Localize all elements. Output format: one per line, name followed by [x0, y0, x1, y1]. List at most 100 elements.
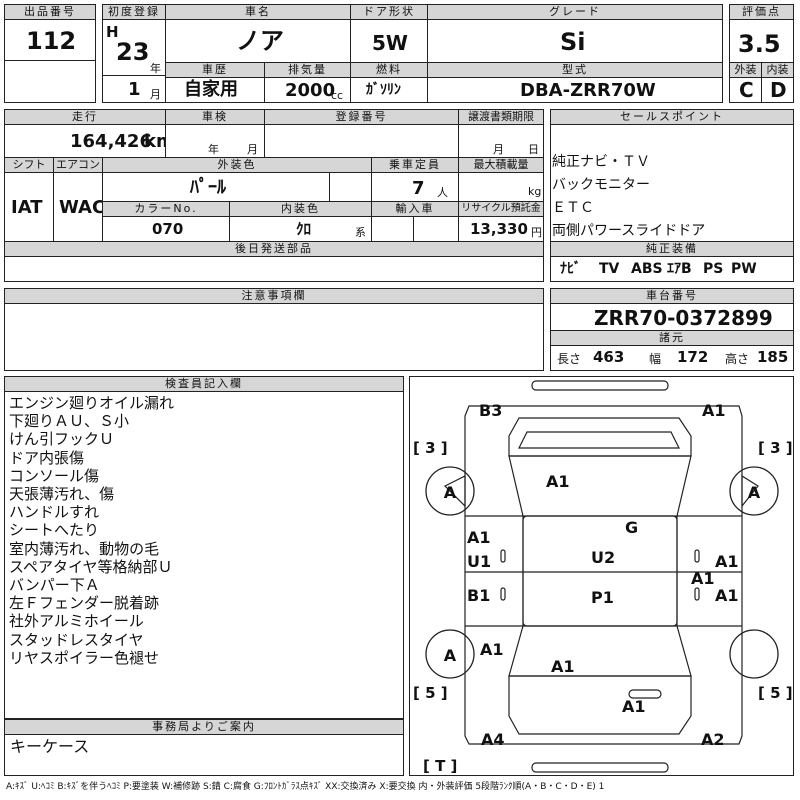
chassis-number: ZRR70-0372899 [594, 306, 773, 330]
chassis-number-cell [550, 303, 794, 331]
damage-mark: A1 [691, 569, 715, 588]
inspector-note: 左Ｆフェンダー脱着跡 [9, 594, 160, 613]
grade: Si [560, 28, 586, 56]
registration-year: 23 [116, 38, 150, 66]
car-diagram: A A A [ 3 ] [ 3 ] [ 5 ] [ 5 ] [ T ] B3 A… [413, 380, 793, 775]
sales-point: 純正ナビ・ＴＶ [552, 154, 650, 170]
capacity-label: 乗車定員 [371, 157, 459, 173]
length-label: 長さ [557, 352, 582, 366]
door-type: 5W [372, 31, 408, 55]
capacity: 7 [412, 178, 425, 199]
damage-mark: B3 [479, 401, 502, 420]
model-label: 型式 [427, 62, 723, 78]
damage-mark: P1 [591, 588, 614, 607]
legend: A:ｷｽﾞ U:ﾍｺﾐ B:ｷｽﾞを伴うﾍｺﾐ P:要塗装 W:補修跡 S:錆 … [6, 782, 605, 792]
interior-cell [761, 77, 794, 103]
sales-points-label: セールスポイント [550, 109, 794, 125]
inspector-note: コンソール傷 [9, 466, 100, 485]
displacement-cell [264, 77, 351, 103]
inspector-notes-label: 検査員記入欄 [4, 376, 404, 392]
sales-point: ＥＴＣ [552, 200, 594, 216]
equipment-item: PS [703, 261, 724, 277]
fuel-cell [350, 77, 428, 103]
interior-color: ｸﾛ [296, 220, 312, 238]
score-label: 評価点 [729, 4, 794, 20]
inspection-cell [165, 124, 265, 158]
history: 自家用 [184, 79, 238, 100]
inspector-note: リヤスポイラー色褪せ [9, 648, 160, 667]
inspector-notes-cell [4, 391, 404, 719]
chassis-number-label: 車台番号 [550, 288, 794, 304]
later-parts-cell [4, 256, 544, 282]
bracket-mark: [ 3 ] [413, 439, 448, 457]
wheel-mark: A [444, 483, 457, 502]
inspector-note: バンパー下Ａ [9, 576, 100, 595]
inspection-month-unit: 月 [247, 143, 258, 156]
office-notice-label: 事務局よりご案内 [4, 719, 404, 735]
import-cell-1 [371, 216, 414, 242]
damage-mark: A1 [715, 552, 739, 571]
shift-cell [4, 172, 54, 242]
width-label: 幅 [649, 352, 662, 366]
month-unit: 月 [150, 88, 161, 101]
displacement: 2000 [285, 80, 336, 101]
transfer-month-unit: 月 [493, 143, 504, 156]
inspector-note: ドア内張傷 [9, 448, 85, 467]
exterior-label: 外装 [729, 62, 762, 78]
car-name: ノア [236, 27, 284, 55]
sales-point: 両側パワースライドドア [552, 223, 706, 239]
inspection-year-unit: 年 [208, 143, 219, 156]
car-diagram-frame [409, 376, 794, 776]
equipment-item: ﾅﾋﾞ [560, 261, 581, 277]
inspector-note: 天張薄汚れ、傷 [9, 485, 115, 504]
grade-label: グレード [427, 4, 723, 20]
import-label: 輸入車 [371, 201, 459, 217]
color-number-label: カラーNo. [102, 201, 230, 217]
height-value: 185 [757, 348, 789, 366]
height-label: 高さ [725, 352, 750, 366]
capacity-unit: 人 [437, 186, 448, 199]
recycle-deposit: 13,330 [470, 220, 528, 238]
damage-mark: U1 [467, 552, 491, 571]
history-label: 車歴 [165, 62, 265, 78]
interior-label: 内装 [761, 62, 794, 78]
inspector-note: シートへたり [9, 521, 100, 540]
history-cell [165, 77, 265, 103]
exterior-color-extra-cell [329, 172, 372, 202]
interior-color-cell [229, 216, 372, 242]
wheel-mark: A [748, 483, 761, 502]
mileage-cell [4, 124, 166, 158]
displacement-unit: cc [331, 89, 344, 102]
damage-mark: A1 [622, 697, 646, 716]
inspector-note: 社外アルミホイール [9, 612, 144, 631]
registration-number-label: 登録番号 [264, 109, 459, 125]
equipment-item: ｴｱB [667, 261, 692, 277]
first-registration-cell [102, 19, 166, 76]
equipment-item: ABS [631, 261, 663, 277]
model-code: DBA-ZRR70W [520, 80, 656, 101]
lot-blank-cell [4, 60, 96, 103]
lot-number: 112 [26, 27, 77, 55]
interior-color-unit: 系 [355, 226, 366, 239]
damage-mark: A2 [701, 730, 725, 749]
mileage-label: 走行 [4, 109, 166, 125]
width-value: 172 [677, 348, 709, 366]
equipment-cell [550, 256, 794, 282]
capacity-cell [371, 172, 459, 202]
displacement-label: 排気量 [264, 62, 351, 78]
exterior-grade: C [739, 78, 754, 102]
wheel-rear-right-icon [729, 629, 779, 679]
interior-grade: D [770, 78, 787, 102]
bracket-mark: [ 5 ] [758, 684, 793, 702]
inspection-label: 車検 [165, 109, 265, 125]
inspector-note: 下廻りＡＵ、Ｓ小 [9, 412, 130, 431]
exterior-cell [729, 77, 762, 103]
inspector-note: ハンドルすれ [9, 503, 100, 522]
score-cell [729, 19, 794, 63]
bracket-mark: [ T ] [423, 757, 457, 775]
spec-cell [550, 345, 794, 371]
fuel-label: 燃料 [350, 62, 428, 78]
first-registration-label: 初度登録 [102, 4, 166, 20]
score: 3.5 [738, 30, 781, 58]
mileage: 164,426 [70, 131, 152, 152]
